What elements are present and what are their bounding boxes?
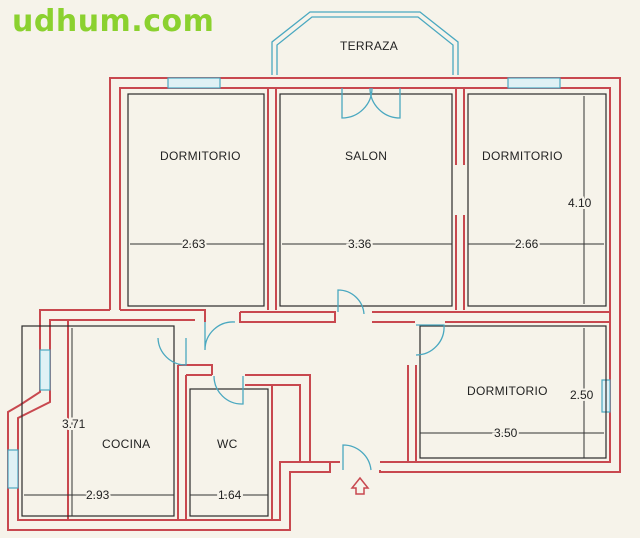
corridor-wall-top: [120, 309, 206, 322]
dorm-bottom-label: DORMITORIO: [467, 384, 548, 398]
dim-dorm-left: 2.63: [182, 237, 206, 251]
window-top-left: [167, 77, 221, 89]
entrance-door: [342, 444, 372, 471]
wc-top-2: [178, 364, 213, 375]
window-top-right: [507, 77, 561, 89]
dim-dorm-right-height: 4.10: [568, 196, 592, 210]
dim-dorm-bottom-width: 3.50: [494, 426, 518, 440]
dim-wc-width: 1.64: [218, 488, 242, 502]
salon-label: SALON: [345, 149, 387, 163]
wc-top-4: [245, 384, 340, 463]
dim-cocina-width: 2.93: [86, 488, 110, 502]
window-kitchen-lower: [7, 449, 19, 489]
dorm-left-door: [204, 321, 236, 351]
dorm-bottom-outline: [419, 325, 607, 459]
dorm-right-outline: [467, 93, 607, 307]
corridor-wall-mid: [239, 311, 336, 323]
up-arrow-icon: [350, 476, 370, 495]
dorm-left-label: DORMITORIO: [160, 149, 241, 163]
wc-door: [213, 375, 244, 405]
dorm-bottom-door: [415, 324, 445, 356]
cocina-label: COCINA: [102, 437, 150, 451]
terraza-label: TERRAZA: [340, 39, 398, 53]
dim-salon: 3.36: [348, 237, 372, 251]
salon-balcony-doors: [341, 87, 401, 119]
window-kitchen: [39, 349, 51, 391]
outer-wall: [109, 77, 621, 473]
salon-outline: [279, 93, 453, 307]
kitchen-door: [157, 337, 187, 366]
terraza-outline-inner: [276, 16, 454, 75]
dorm-right-label: DORMITORIO: [482, 149, 563, 163]
wc-top-3: [245, 374, 311, 462]
cocina-outline: [21, 325, 175, 517]
dim-dorm-right: 2.66: [515, 237, 539, 251]
dim-dorm-bottom-height: 2.50: [570, 388, 594, 402]
terraza-outline: [271, 11, 459, 75]
outer-wall-inner: [119, 87, 611, 463]
wc-label: WC: [217, 437, 238, 451]
wc-outline: [189, 388, 269, 517]
watermark: udhum.com: [12, 4, 215, 39]
kitchen-wall-inner: [17, 319, 340, 521]
kitchen-wall: [7, 309, 331, 531]
salon-door: [337, 289, 365, 315]
dim-cocina-height: 3.71: [62, 417, 86, 431]
dorm-left-outline: [127, 93, 265, 307]
